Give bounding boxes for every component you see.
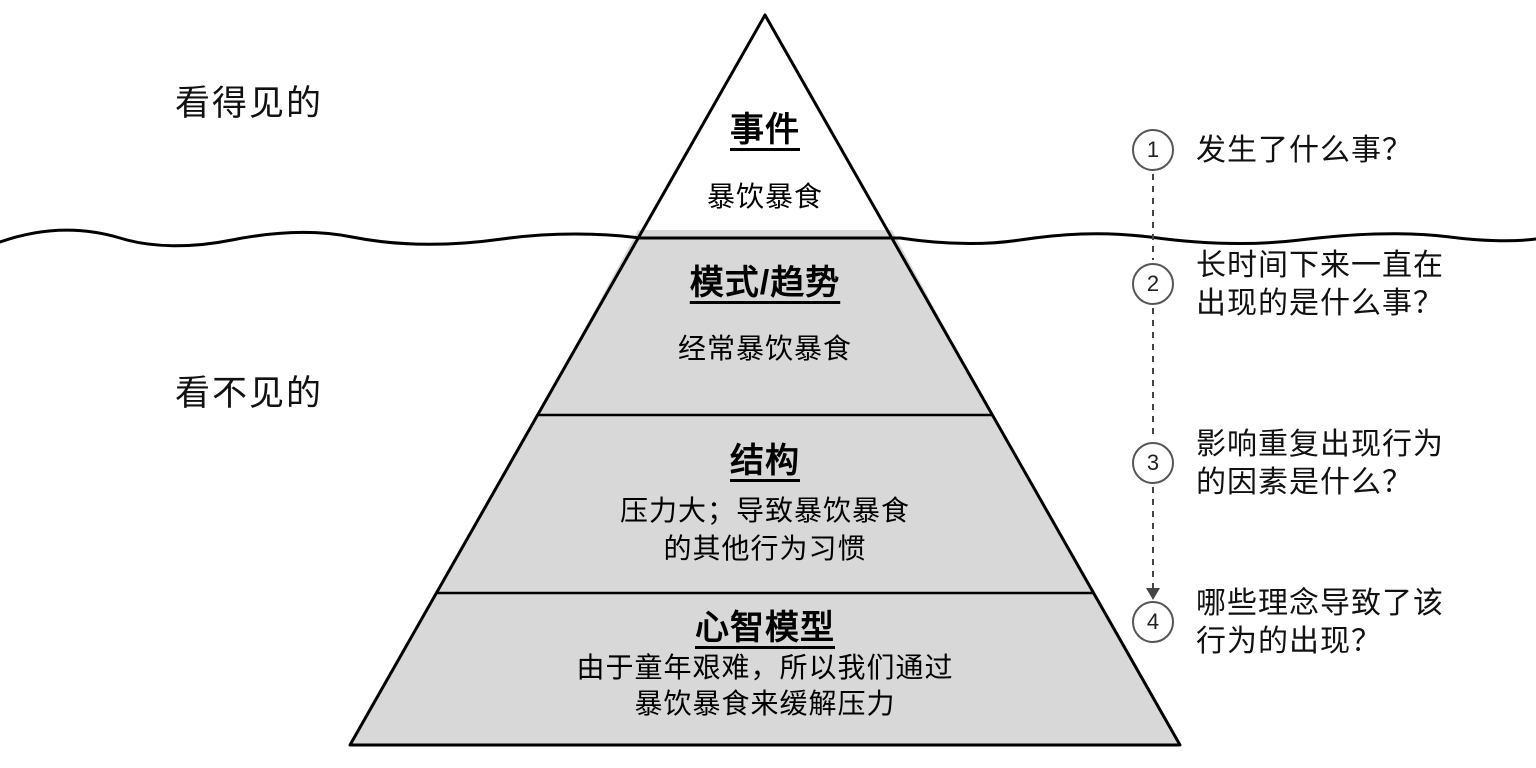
- invisible-label: 看不见的: [175, 374, 324, 413]
- question-1-number: 1: [1146, 137, 1160, 162]
- arrow-down-icon: [1146, 588, 1160, 600]
- question-1-circle: 1: [1132, 129, 1174, 171]
- question-4-circle: 4: [1132, 601, 1174, 643]
- question-2-text: 长时间下来一直在 出现的是什么事？: [1196, 249, 1444, 320]
- question-4-text: 哪些理念导致了该 行为的出现？: [1196, 587, 1444, 658]
- question-2-number: 2: [1146, 271, 1160, 296]
- question-2-circle: 2: [1132, 263, 1174, 305]
- layer-mental-model-shape: [350, 593, 1180, 745]
- pyramid-outline: [348, 13, 1182, 747]
- layer-4-title: 心智模型: [695, 609, 835, 647]
- layer-structure-shape: [436, 415, 1094, 593]
- question-1-text: 发生了什么事？: [1196, 134, 1413, 167]
- layer-1-title: 事件: [730, 111, 800, 149]
- layer-1-description: 暴饮暴食: [706, 181, 823, 212]
- question-3-circle: 3: [1132, 442, 1174, 484]
- layer-4-description: 由于童年艰难，所以我们通过 暴饮暴食来缓解压力: [576, 652, 954, 719]
- question-3-text: 影响重复出现行为 的因素是什么？: [1196, 428, 1444, 499]
- question-3-number: 3: [1146, 450, 1160, 475]
- visible-label: 看得见的: [175, 84, 324, 123]
- waterline: [0, 228, 1536, 248]
- layer-3-description: 压力大；导致暴饮暴食 的其他行为习惯: [619, 495, 910, 564]
- layer-pattern-shape: [538, 230, 992, 415]
- question-4-number: 4: [1146, 609, 1160, 634]
- layer-3-title: 结构: [730, 442, 800, 480]
- layer-2-title: 模式/趋势: [689, 264, 841, 302]
- layer-2-description: 经常暴饮暴食: [677, 333, 852, 364]
